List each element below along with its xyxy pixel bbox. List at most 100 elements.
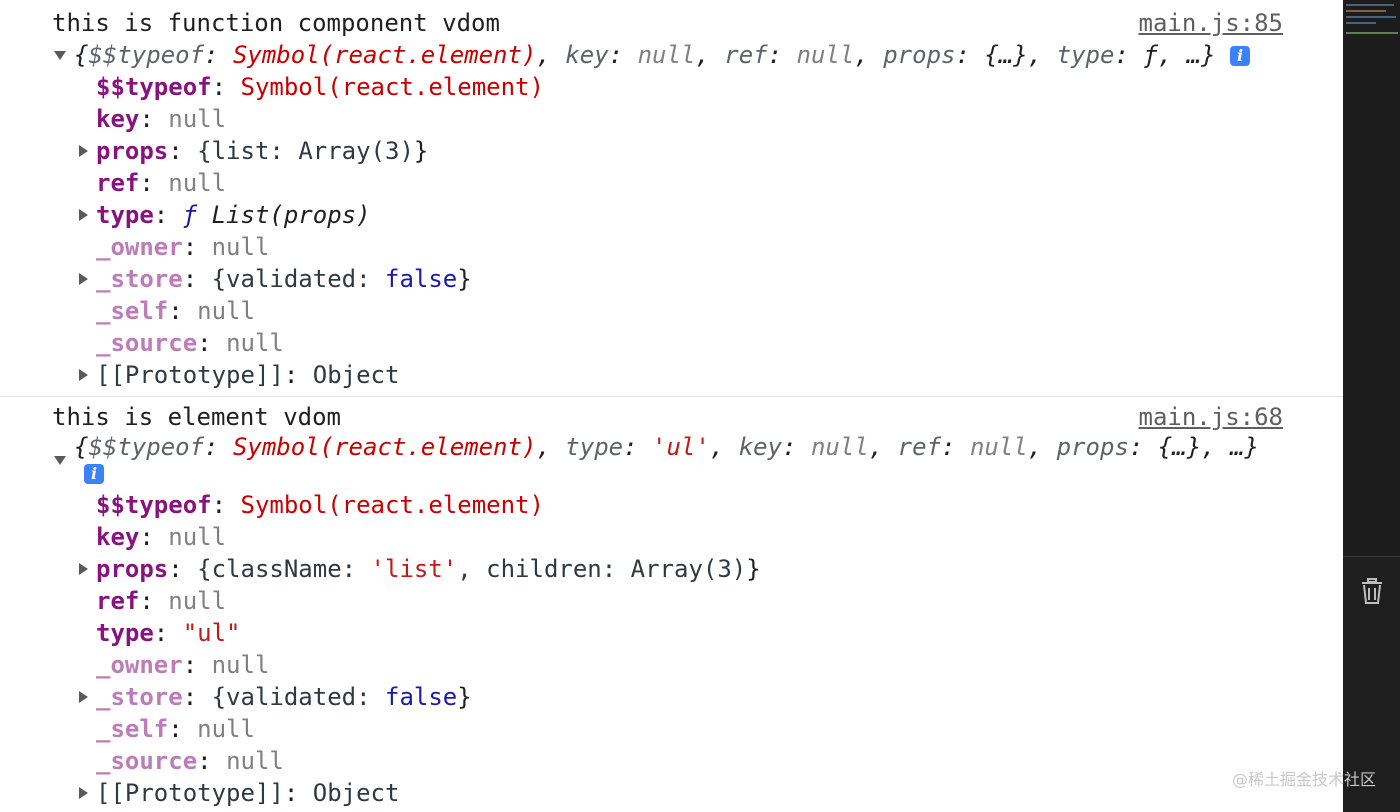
summary-key: ref bbox=[724, 41, 768, 69]
property-value: null bbox=[226, 747, 284, 775]
property-row: key: null bbox=[96, 523, 227, 551]
property-key: _store bbox=[96, 265, 183, 293]
summary-key: props bbox=[883, 41, 956, 69]
property-key: _self bbox=[96, 715, 169, 743]
summary-key: $$typeof bbox=[88, 41, 205, 69]
property-value: {list: bbox=[197, 137, 299, 165]
property-value: Object bbox=[312, 361, 400, 389]
property-key: _source bbox=[96, 329, 198, 357]
property-value: Symbol(react.element) bbox=[240, 73, 544, 101]
property-value: {validated: bbox=[211, 265, 385, 293]
summary-value: null bbox=[796, 41, 855, 69]
property-row: _self: null bbox=[96, 297, 255, 325]
expand-toggle-icon[interactable] bbox=[79, 209, 88, 221]
property-row-expandable[interactable]: _store: {validated: false} bbox=[96, 265, 472, 293]
property-key: $$typeof bbox=[96, 73, 212, 101]
property-value: null bbox=[197, 715, 255, 743]
expand-toggle-icon[interactable] bbox=[79, 145, 88, 157]
info-icon[interactable]: i bbox=[84, 464, 104, 484]
property-value: , children: bbox=[457, 555, 631, 583]
property-row-expandable[interactable]: [[Prototype]]: Object bbox=[96, 779, 400, 807]
summary-value: {…} bbox=[984, 41, 1028, 69]
summary-key: type bbox=[1056, 41, 1115, 69]
property-row-expandable[interactable]: [[Prototype]]: Object bbox=[96, 361, 400, 389]
source-link-1[interactable]: main.js:85 bbox=[1138, 9, 1284, 37]
property-row: ref: null bbox=[96, 587, 227, 615]
expand-toggle-icon[interactable] bbox=[54, 456, 66, 465]
console-panel: this is function component vdom main.js:… bbox=[0, 9, 1343, 807]
property-value: false bbox=[385, 265, 458, 293]
property-key: props bbox=[96, 137, 169, 165]
summary-key: props bbox=[1056, 433, 1129, 461]
expand-toggle-icon[interactable] bbox=[79, 273, 88, 285]
object-summary-1[interactable]: {$$typeof: Symbol(react.element), key: n… bbox=[74, 40, 1251, 70]
expand-toggle-icon[interactable] bbox=[79, 787, 88, 799]
expand-toggle-icon[interactable] bbox=[79, 691, 88, 703]
brace: } bbox=[746, 555, 761, 583]
expand-toggle-icon[interactable] bbox=[54, 51, 66, 60]
property-key: _source bbox=[96, 747, 198, 775]
property-row-expandable[interactable]: props: {list: Array(3)} bbox=[96, 137, 429, 165]
property-value: null bbox=[168, 523, 227, 551]
property-row: _self: null bbox=[96, 715, 255, 743]
property-row: $$typeof: Symbol(react.element) bbox=[96, 491, 544, 519]
expand-toggle-icon[interactable] bbox=[79, 369, 88, 381]
object-summary-2[interactable]: {$$typeof: Symbol(react.element), type: … bbox=[74, 433, 1259, 461]
info-icon-row: i bbox=[84, 458, 104, 488]
summary-value: 'ul' bbox=[652, 433, 710, 461]
summary-key: type bbox=[565, 433, 624, 461]
source-link-2[interactable]: main.js:68 bbox=[1138, 403, 1284, 431]
minimap-line bbox=[1346, 10, 1386, 12]
property-value: Object bbox=[312, 779, 400, 807]
property-key: [[Prototype]] bbox=[96, 779, 284, 807]
property-value: {className: bbox=[197, 555, 371, 583]
console-message-2: this is element vdom bbox=[52, 403, 341, 431]
summary-key: $$typeof bbox=[88, 433, 205, 461]
trash-icon[interactable] bbox=[1361, 578, 1383, 604]
property-value: null bbox=[168, 587, 227, 615]
property-key: type bbox=[96, 201, 154, 229]
property-value: Symbol(react.element) bbox=[240, 491, 544, 519]
property-row: $$typeof: Symbol(react.element) bbox=[96, 73, 544, 101]
property-row: key: null bbox=[96, 105, 227, 133]
property-value: Array(3) bbox=[298, 137, 414, 165]
summary-value: null bbox=[810, 433, 869, 461]
property-row-expandable[interactable]: _store: {validated: false} bbox=[96, 683, 472, 711]
summary-value: null bbox=[969, 433, 1028, 461]
function-glyph: ƒ bbox=[182, 201, 212, 229]
property-key: ref bbox=[96, 169, 140, 197]
property-key: key bbox=[96, 523, 140, 551]
property-value: Array(3) bbox=[630, 555, 747, 583]
property-value: null bbox=[197, 297, 255, 325]
property-row-expandable[interactable]: props: {className: 'list', children: Arr… bbox=[96, 555, 761, 583]
summary-key: ref bbox=[897, 433, 942, 461]
summary-tail: …} bbox=[1186, 41, 1216, 69]
summary-tail: …} bbox=[1230, 433, 1259, 461]
summary-key: key bbox=[565, 41, 609, 69]
property-key: type bbox=[96, 619, 154, 647]
property-value: null bbox=[226, 329, 284, 357]
watermark: @稀土掘金技术社区 bbox=[1231, 770, 1376, 789]
property-key: $$typeof bbox=[96, 491, 212, 519]
brace: { bbox=[74, 41, 89, 69]
property-value: null bbox=[211, 233, 270, 261]
minimap-line bbox=[1346, 16, 1396, 18]
brace: } bbox=[457, 265, 472, 293]
summary-value: ƒ bbox=[1143, 41, 1158, 69]
info-icon[interactable]: i bbox=[1230, 46, 1251, 66]
property-row: _owner: null bbox=[96, 233, 270, 261]
property-value: false bbox=[385, 683, 458, 711]
property-key: ref bbox=[96, 587, 140, 615]
property-row-expandable[interactable]: type: ƒ List(props) bbox=[96, 201, 371, 229]
property-value: List(props) bbox=[211, 201, 371, 229]
property-value: null bbox=[211, 651, 270, 679]
property-key: props bbox=[96, 555, 169, 583]
expand-toggle-icon[interactable] bbox=[79, 563, 88, 575]
property-key: _owner bbox=[96, 651, 183, 679]
property-value: null bbox=[168, 169, 227, 197]
property-value: "ul" bbox=[182, 619, 241, 647]
property-key: [[Prototype]] bbox=[96, 361, 284, 389]
property-key: _store bbox=[96, 683, 183, 711]
property-row: _source: null bbox=[96, 329, 284, 357]
minimap-line bbox=[1346, 32, 1398, 34]
